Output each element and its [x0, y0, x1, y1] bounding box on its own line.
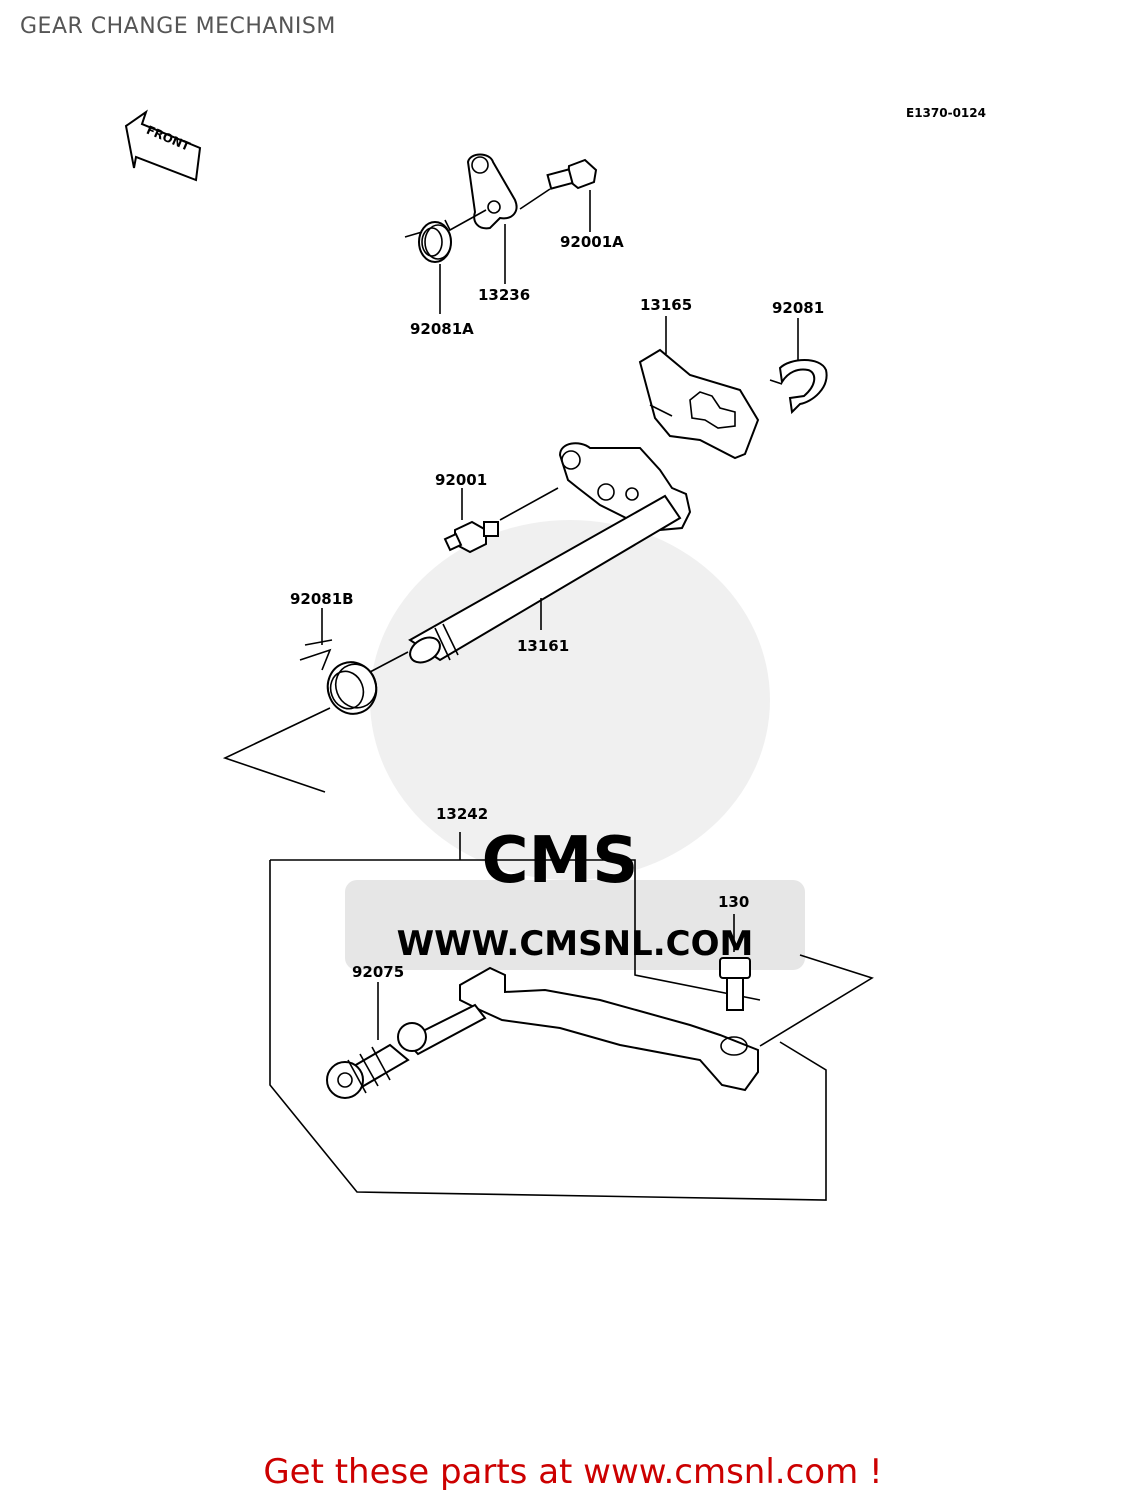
watermark-site: WWW.CMSNL.COM	[397, 924, 754, 964]
cms-watermark: CMS WWW.CMSNL.COM	[345, 520, 805, 970]
part-92081a-spring	[404, 209, 487, 263]
page-title: GEAR CHANGE MECHANISM	[20, 14, 336, 39]
part-label-13236: 13236	[478, 286, 530, 304]
part-label-92001: 92001	[435, 471, 487, 489]
part-label-92081b: 92081B	[290, 590, 354, 608]
footer-link[interactable]: Get these parts at www.cmsnl.com !	[263, 1452, 883, 1492]
part-13236-plate	[466, 153, 518, 230]
front-arrow-icon: FRONT	[124, 109, 202, 182]
part-label-130: 130	[718, 893, 749, 911]
part-92001-bolt	[443, 520, 499, 554]
part-92081b-spring	[299, 639, 409, 715]
part-92081-clip	[769, 359, 828, 415]
front-arrow-label: FRONT	[144, 123, 192, 154]
part-92001a-bolt	[519, 158, 598, 210]
part-13242-frame	[269, 832, 874, 1201]
part-label-13242: 13242	[436, 805, 488, 823]
part-130-bolt	[719, 957, 751, 1011]
part-92075-rubber	[326, 1043, 410, 1099]
part-label-13161: 13161	[517, 637, 569, 655]
part-13242-lever	[397, 966, 759, 1092]
part-13161-shaft	[408, 442, 692, 664]
part-label-92081a: 92081A	[410, 320, 474, 338]
part-label-92075: 92075	[352, 963, 404, 981]
diagram-code: E1370-0124	[906, 106, 986, 120]
part-label-92001a: 92001A	[560, 233, 624, 251]
part-13165-plate	[638, 348, 760, 460]
part-label-92081: 92081	[772, 299, 824, 317]
watermark-brand: CMS	[482, 824, 639, 898]
part-label-13165: 13165	[640, 296, 692, 314]
